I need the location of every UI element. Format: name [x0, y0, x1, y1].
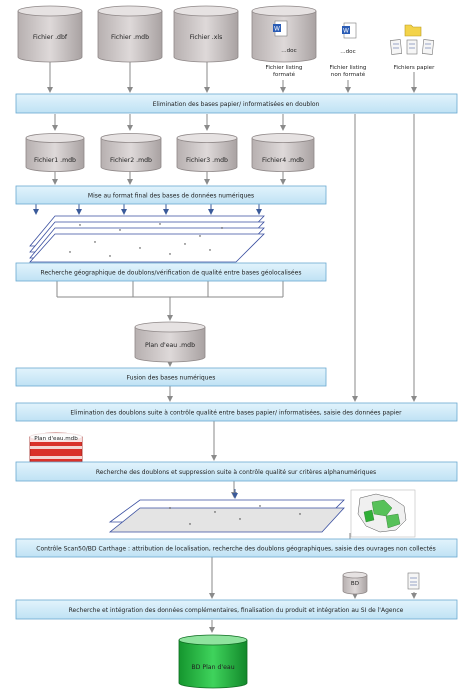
step-4-label: Fusion des bases numériques [127, 375, 216, 382]
source-doc2-label-line1: Fichier listing [330, 65, 367, 71]
file3-label: Fichier3 .mdb [186, 157, 228, 164]
paper-documents-icon [389, 39, 435, 55]
source-mdb-cylinder: Fichier .mdb [97, 5, 163, 63]
step-3-label: Recherche géographique de doublons/vérif… [41, 270, 302, 277]
bd-small-label: BD [351, 581, 359, 587]
step-1-label: Elimination des bases papier/ informatis… [153, 101, 320, 108]
geo-layers-stack [29, 215, 265, 263]
bd-small-cylinder: BD [342, 571, 368, 595]
source-doc2-ext: ...doc [340, 49, 355, 55]
bd-plan-eau-final-cylinder: BD Plan d'eau [178, 634, 248, 689]
step-7-label: Contrôle Scan50/BD Carthage : attributio… [36, 546, 435, 553]
plan-eau-mdb-cylinder: Plan d'eau .mdb [134, 321, 206, 363]
svg-text:W: W [274, 26, 280, 33]
step-6-bar: Recherche des doublons et suppression su… [15, 461, 458, 482]
geo-layer-points [69, 223, 223, 257]
source-dbf-label: Fichier .dbf [33, 34, 68, 41]
source-doc1-label-line2: formaté [273, 71, 296, 78]
bd-plan-eau-label: BD Plan d'eau [191, 664, 234, 671]
step-5-label: Elimination des doublons suite à contrôl… [70, 410, 402, 417]
file2-cylinder: Fichier2 .mdb [100, 133, 162, 172]
scan-layers [108, 499, 345, 533]
document-icon [407, 572, 420, 590]
source-doc1-label-line1: Fichier listing [266, 65, 303, 71]
source-xls-cylinder: Fichier .xls [173, 5, 239, 63]
step-7-bar: Contrôle Scan50/BD Carthage : attributio… [15, 538, 458, 558]
step-2-label: Mise au format final des bases de donnée… [88, 193, 254, 200]
source-dbf-cylinder: Fichier .dbf [17, 5, 83, 63]
word-document-icon-2: W [342, 22, 357, 39]
plan-eau-stacked-label: Plan d'eau.mdb [34, 436, 78, 442]
source-doc-cylinder: W ...doc [251, 5, 317, 63]
step-1-bar: Elimination des bases papier/ informatis… [15, 93, 458, 114]
word-document-icon: W [273, 20, 288, 37]
plan-eau-mdb-label: Plan d'eau .mdb [145, 342, 195, 349]
step-3-bar: Recherche géographique de doublons/vérif… [15, 262, 327, 282]
source-paper-label: Fichiers papier [394, 65, 435, 71]
step-8-label: Recherche et intégration des données com… [69, 607, 404, 614]
file4-cylinder: Fichier4 .mdb [251, 133, 315, 172]
step-8-bar: Recherche et intégration des données com… [15, 599, 458, 620]
file4-label: Fichier4 .mdb [262, 157, 304, 164]
blue-connectors [33, 204, 262, 499]
source-doc2-label-line2: non formaté [331, 71, 366, 78]
source-mdb-label: Fichier .mdb [111, 34, 149, 41]
file3-cylinder: Fichier3 .mdb [176, 133, 238, 172]
source-doc1-ext: ...doc [281, 48, 296, 54]
svg-text:W: W [343, 28, 349, 35]
source-xls-label: Fichier .xls [190, 34, 223, 41]
step-5-bar: Elimination des doublons suite à contrôl… [15, 402, 458, 422]
file2-label: Fichier2 .mdb [110, 157, 152, 164]
step-4-bar: Fusion des bases numériques [15, 367, 327, 387]
region-map-thumbnail [350, 489, 416, 538]
folder-icon [404, 24, 422, 37]
file1-cylinder: Fichier1 .mdb [25, 133, 85, 172]
step-2-bar: Mise au format final des bases de donnée… [15, 185, 327, 205]
file1-label: Fichier1 .mdb [34, 157, 76, 164]
step-6-label: Recherche des doublons et suppression su… [96, 469, 376, 476]
